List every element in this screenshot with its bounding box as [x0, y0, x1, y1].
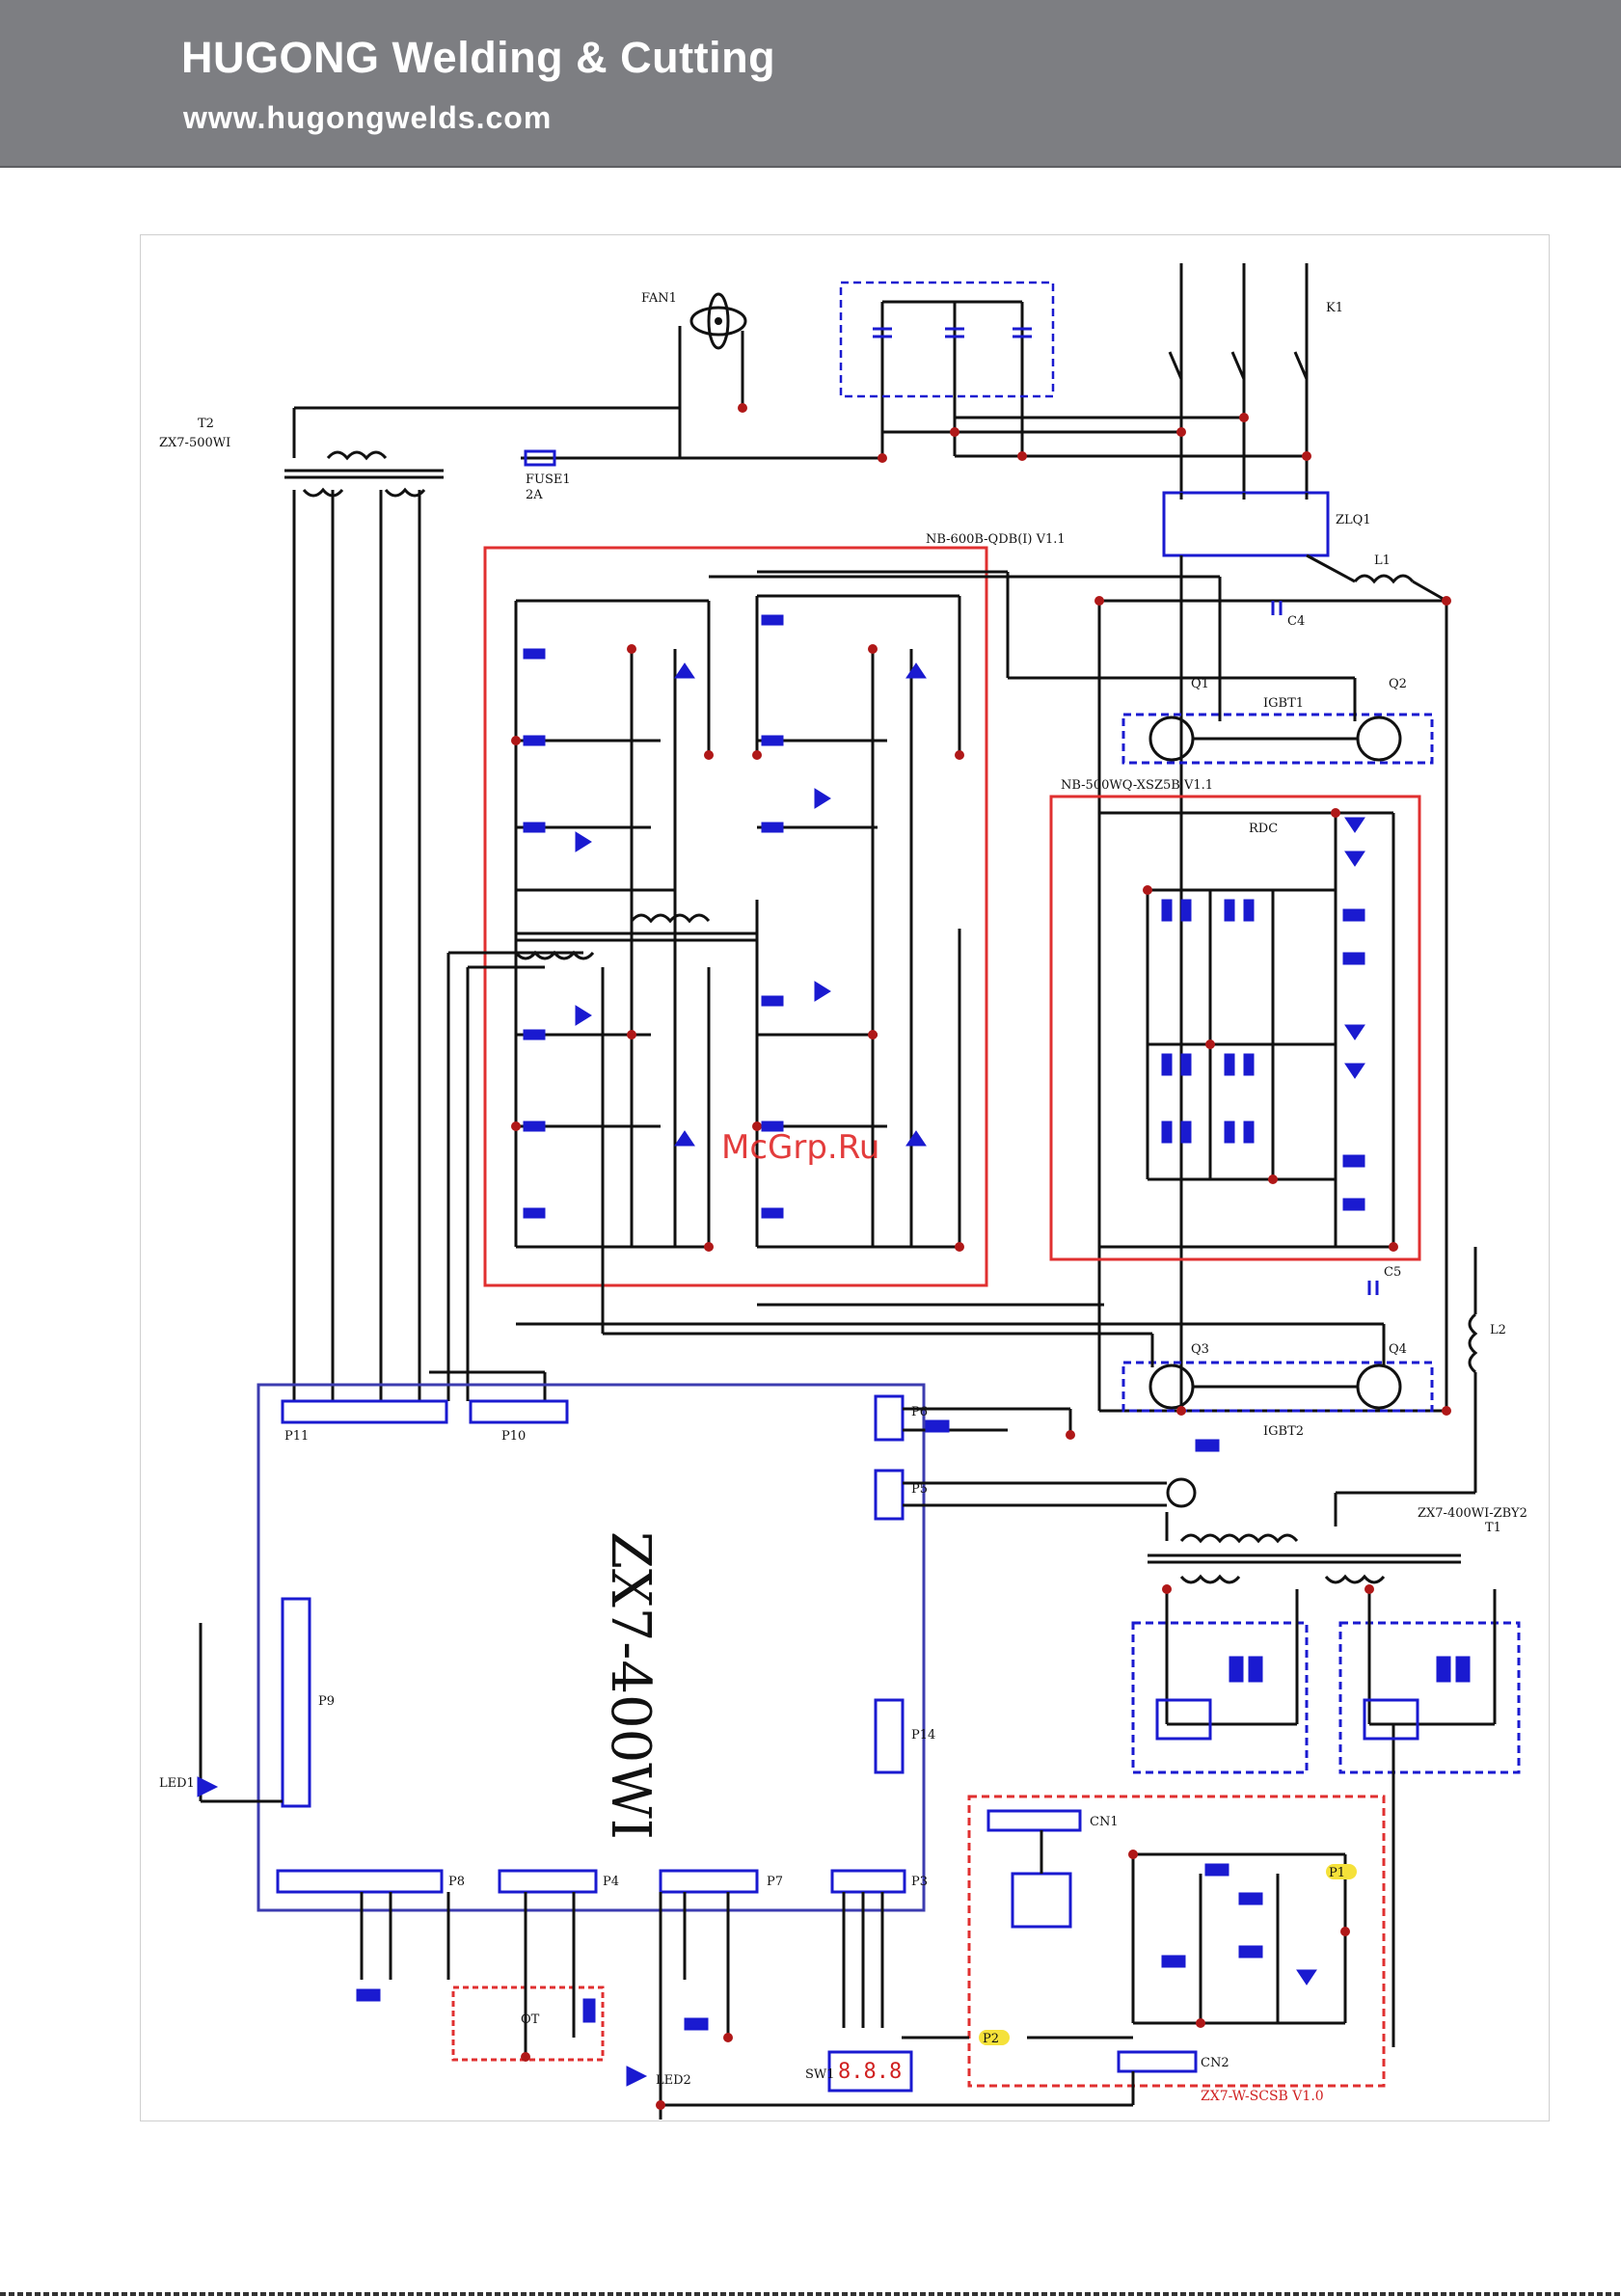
label-sw1: SW1	[805, 2067, 835, 2082]
watermark: McGrp.Ru	[721, 1128, 879, 1167]
label-control-board: ZX7-W-SCSB V1.0	[1201, 2089, 1324, 2104]
label-c4: C4	[1287, 614, 1305, 629]
label-p7: P7	[767, 1875, 783, 1889]
footer-divider	[0, 2292, 1621, 2296]
label-t1: T1	[1485, 1521, 1501, 1535]
label-q4: Q4	[1389, 1342, 1407, 1357]
label-l1: L1	[1374, 554, 1391, 568]
label-t2: T2	[198, 417, 214, 431]
brand-title: HUGONG Welding & Cutting	[181, 33, 775, 83]
label-igbt2: IGBT2	[1263, 1424, 1304, 1439]
label-cn2: CN2	[1201, 2056, 1229, 2070]
display-digits: 8.8.8	[838, 2060, 902, 2084]
label-q2: Q2	[1389, 677, 1407, 691]
label-p10: P10	[501, 1429, 526, 1444]
label-p1: P1	[1329, 1866, 1345, 1880]
label-p2: P2	[983, 2032, 999, 2046]
label-fuse: FUSE1	[526, 473, 571, 487]
label-l2: L2	[1490, 1323, 1506, 1337]
label-fan: FAN1	[641, 291, 677, 306]
components	[198, 615, 1470, 2086]
header-banner: HUGONG Welding & Cutting www.hugongwelds…	[0, 0, 1621, 168]
brand-url: www.hugongwelds.com	[183, 100, 552, 136]
fan-icon	[691, 294, 745, 348]
label-p8: P8	[448, 1875, 465, 1889]
label-absorb-board: NB-500WQ-XSZ5B V1.1	[1061, 778, 1213, 793]
label-c5: C5	[1384, 1265, 1401, 1280]
label-p4: P4	[603, 1875, 619, 1889]
label-p6: P6	[911, 1405, 928, 1419]
label-fuse-rating: 2A	[526, 488, 543, 502]
label-cn1: CN1	[1090, 1815, 1119, 1829]
label-q3: Q3	[1191, 1342, 1209, 1357]
label-zlq: ZLQ1	[1336, 513, 1371, 527]
label-t2-part: ZX7-500WI	[159, 436, 230, 450]
label-t1-part: ZX7-400WI-ZBY2	[1418, 1506, 1527, 1521]
label-drive-board: NB-600B-QDB(I) V1.1	[926, 532, 1066, 547]
label-led2: LED2	[656, 2073, 691, 2088]
label-q1: Q1	[1191, 677, 1209, 691]
label-ot: OT	[521, 2012, 540, 2027]
label-p3: P3	[911, 1875, 928, 1889]
label-p5: P5	[911, 1482, 928, 1497]
model-label: ZX7-400WI	[599, 1531, 662, 1840]
label-igbt1: IGBT1	[1263, 696, 1304, 711]
label-p9: P9	[318, 1694, 335, 1709]
p-tags	[979, 1864, 1357, 2045]
label-led1: LED1	[159, 1776, 195, 1791]
label-rdc: RDC	[1249, 822, 1278, 836]
label-p11: P11	[284, 1429, 309, 1444]
label-k1: K1	[1326, 301, 1343, 315]
label-p14: P14	[911, 1728, 935, 1742]
circuit-schematic: 8.8.8 K1 T2 ZX7-500WI FUSE1 2A FAN1 ZLQ1…	[140, 234, 1548, 2120]
